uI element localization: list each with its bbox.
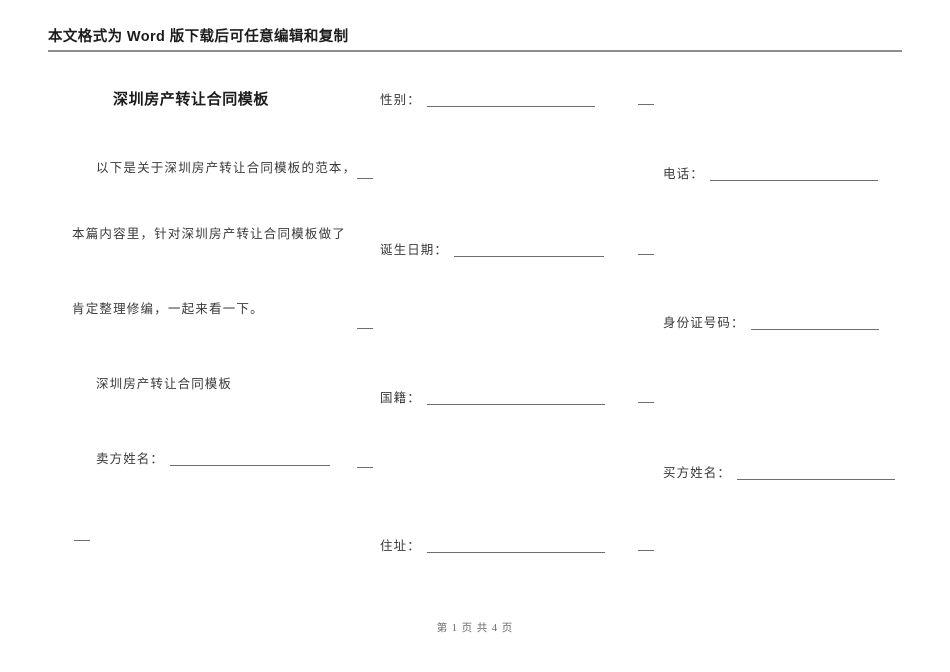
header-notice-text: 本文格式为 Word 版下载后可任意编辑和复制: [48, 29, 349, 45]
paragraph-line-3: 肯定整理修编，一起来看一下。: [72, 302, 264, 316]
field-id-number-label: 身份证号码：: [663, 316, 745, 330]
field-nationality-label: 国籍：: [380, 391, 421, 405]
field-address-blank[interactable]: [426, 551, 605, 553]
stray-dash-address-row: [638, 550, 654, 551]
document-header: 本文格式为 Word 版下载后可任意编辑和复制: [48, 28, 902, 52]
field-seller-name[interactable]: 卖方姓名：: [96, 452, 331, 468]
field-phone[interactable]: 电话：: [663, 167, 878, 183]
stray-dash-middle-mid: [357, 328, 373, 329]
paragraph-line-1: 以下是关于深圳房产转让合同模板的范本，: [96, 161, 357, 175]
field-buyer-name[interactable]: 买方姓名：: [663, 466, 896, 482]
stray-dash-middle-lower: [357, 467, 373, 468]
stray-dash-nationality-row: [638, 402, 654, 403]
field-id-number[interactable]: 身份证号码：: [663, 316, 879, 332]
field-gender[interactable]: 性别：: [380, 93, 595, 109]
field-seller-name-blank[interactable]: [170, 464, 331, 466]
stray-dash-birth-row: [638, 254, 654, 255]
page-title: 深圳房产转让合同模板: [113, 91, 270, 108]
field-phone-label: 电话：: [663, 167, 704, 181]
field-address-label: 住址：: [380, 539, 421, 553]
footer-page-number: 第 1 页 共 4 页: [436, 623, 514, 634]
field-birth-date-blank[interactable]: [454, 255, 605, 257]
field-gender-label: 性别：: [380, 93, 421, 107]
field-nationality-blank[interactable]: [426, 403, 605, 405]
header-divider: [48, 50, 902, 52]
field-birth-date[interactable]: 诞生日期：: [380, 243, 605, 259]
stray-dash-gender-row: [638, 104, 654, 105]
field-nationality[interactable]: 国籍：: [380, 391, 605, 407]
field-seller-name-label: 卖方姓名：: [96, 452, 165, 466]
field-buyer-name-blank[interactable]: [737, 478, 896, 480]
field-phone-blank[interactable]: [709, 179, 878, 181]
stray-dash-left-bottom: [74, 540, 90, 541]
field-gender-blank[interactable]: [426, 105, 595, 107]
field-buyer-name-label: 买方姓名：: [663, 466, 732, 480]
field-birth-date-label: 诞生日期：: [380, 243, 449, 257]
field-address[interactable]: 住址：: [380, 539, 605, 555]
field-id-number-blank[interactable]: [750, 328, 879, 330]
paragraph-line-2: 本篇内容里，针对深圳房产转让合同模板做了: [72, 227, 347, 241]
stray-dash-middle-upper: [357, 178, 373, 179]
section-heading: 深圳房产转让合同模板: [96, 377, 233, 391]
